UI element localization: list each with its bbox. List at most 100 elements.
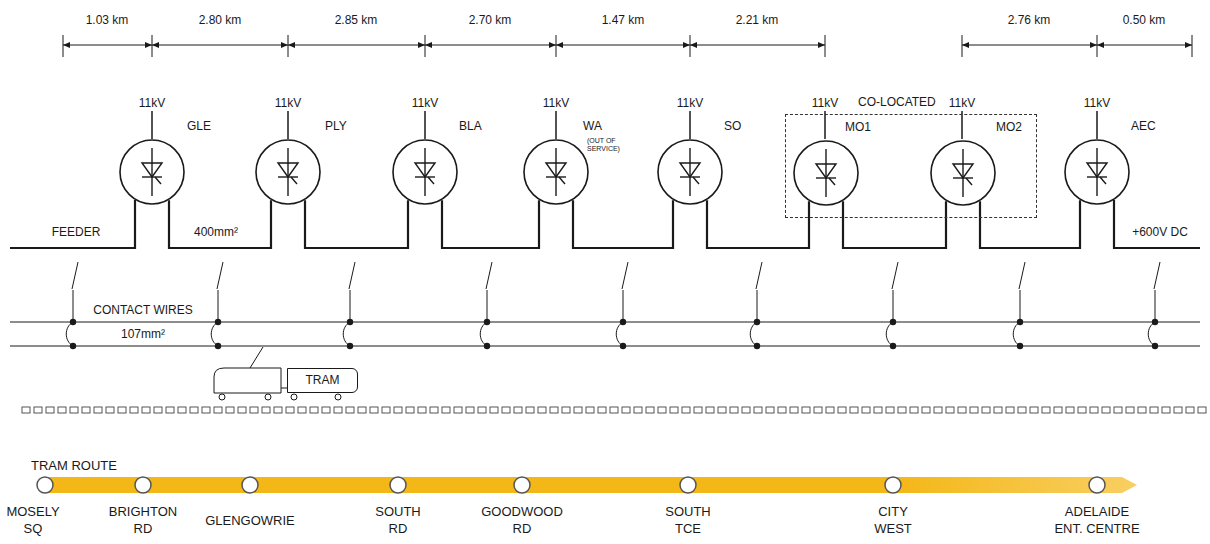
feeder-cable — [980, 200, 1080, 248]
track-sleeper — [34, 407, 42, 413]
track-sleeper — [1174, 407, 1182, 413]
thyristor-gate — [559, 177, 565, 184]
stop-name: ADELAIDE ENT. CENTRE — [1052, 503, 1142, 537]
track-sleeper — [706, 407, 714, 413]
track-sleeper — [346, 407, 354, 413]
substation-outline — [931, 141, 995, 205]
substation-outline — [256, 140, 320, 204]
substation-outline — [524, 140, 588, 204]
track-sleeper — [286, 407, 294, 413]
node-label: AEC — [1131, 119, 1156, 133]
thyristor-triangle — [816, 164, 836, 178]
rectifier-substation: AEC — [1064, 139, 1130, 205]
track-sleeper — [1054, 407, 1062, 413]
switch-drop — [1155, 290, 1156, 322]
dimension-tick — [556, 35, 557, 57]
dimension-arrowhead — [425, 42, 432, 48]
track-sleeper — [730, 407, 738, 413]
track-sleeper — [766, 407, 774, 413]
thyristor-gate — [966, 178, 972, 185]
connection-dot — [620, 319, 626, 325]
track-sleeper — [370, 407, 378, 413]
switch-drop — [73, 290, 74, 322]
switch-drop — [350, 290, 351, 322]
track-sleeper — [442, 407, 450, 413]
track-sleeper — [502, 407, 510, 413]
track-sleeper — [658, 407, 666, 413]
thyristor-triangle — [680, 163, 700, 177]
station-marker — [135, 477, 151, 493]
dimension-tick — [288, 35, 289, 57]
switch-drop — [487, 290, 488, 322]
station-marker — [390, 477, 406, 493]
dimension-line — [152, 45, 288, 46]
rectifier-symbol — [1064, 139, 1130, 205]
switch-blade — [217, 262, 223, 289]
substation-outline — [120, 140, 184, 204]
track-sleeper — [1090, 407, 1098, 413]
thyristor-gate — [291, 177, 297, 184]
track-sleeper — [238, 407, 246, 413]
switch-blade — [622, 262, 628, 289]
dimension-label: 2.21 km — [735, 13, 780, 27]
wire-bond — [480, 322, 487, 346]
cable-label: 107mm² — [120, 327, 166, 341]
node-label: GLE — [187, 119, 211, 133]
track-sleeper — [910, 407, 918, 413]
feeder-cable — [169, 200, 271, 248]
track-sleeper — [46, 407, 54, 413]
wire-bond — [66, 322, 73, 346]
dimension-arrowhead — [281, 42, 288, 48]
cable-label: 400mm² — [193, 225, 239, 239]
track-sleeper — [850, 407, 858, 413]
connection-dot — [890, 343, 896, 349]
cable-label: FEEDER — [51, 225, 102, 239]
track-sleeper — [1102, 407, 1110, 413]
substation-outline — [393, 140, 457, 204]
track-sleeper — [754, 407, 762, 413]
track-sleeper — [586, 407, 594, 413]
track-sleeper — [1078, 407, 1086, 413]
thyristor-bar — [680, 176, 700, 177]
track-sleeper — [1150, 407, 1158, 413]
node-label: TRAM — [288, 369, 357, 392]
wire-bond — [616, 322, 623, 346]
switch-blade — [1154, 262, 1160, 289]
stop-name: CITY WEST — [866, 503, 920, 537]
dimension-label: 1.03 km — [85, 13, 130, 27]
voltage-label: 11kV — [948, 96, 976, 110]
track-sleeper — [430, 407, 438, 413]
switch-blade — [756, 262, 762, 289]
track-sleeper — [1114, 407, 1122, 413]
thyristor-lead — [962, 149, 963, 197]
station-marker — [514, 477, 530, 493]
dimension-label: 2.76 km — [1007, 13, 1052, 27]
dimension-arrowhead — [1097, 42, 1104, 48]
substation-outline — [1065, 140, 1129, 204]
dimension-arrowhead — [549, 42, 556, 48]
stop-name: SOUTH TCE — [659, 503, 717, 537]
node-label: SO — [724, 119, 741, 133]
rectifier-symbol — [930, 140, 996, 206]
track-sleeper — [694, 407, 702, 413]
dimension-line — [288, 45, 425, 46]
rectifier-symbol — [523, 139, 589, 205]
feeder-cable — [10, 200, 135, 248]
stop-name: SOUTH RD — [369, 503, 427, 537]
track-sleeper — [1042, 407, 1050, 413]
cable-label: +600V DC — [1131, 225, 1189, 239]
tram-wheel — [219, 394, 225, 400]
track-sleeper — [22, 407, 30, 413]
track-sleeper — [1162, 407, 1170, 413]
track-sleeper — [418, 407, 426, 413]
track-sleeper — [970, 407, 978, 413]
track-sleeper — [94, 407, 102, 413]
supply-line — [824, 111, 826, 139]
track-sleeper — [142, 407, 150, 413]
thyristor-bar — [415, 176, 435, 177]
track-sleeper — [70, 407, 78, 413]
dimension-lines — [63, 35, 1192, 57]
rectifier-substation: GLE — [119, 139, 185, 205]
supply-line — [961, 111, 963, 139]
